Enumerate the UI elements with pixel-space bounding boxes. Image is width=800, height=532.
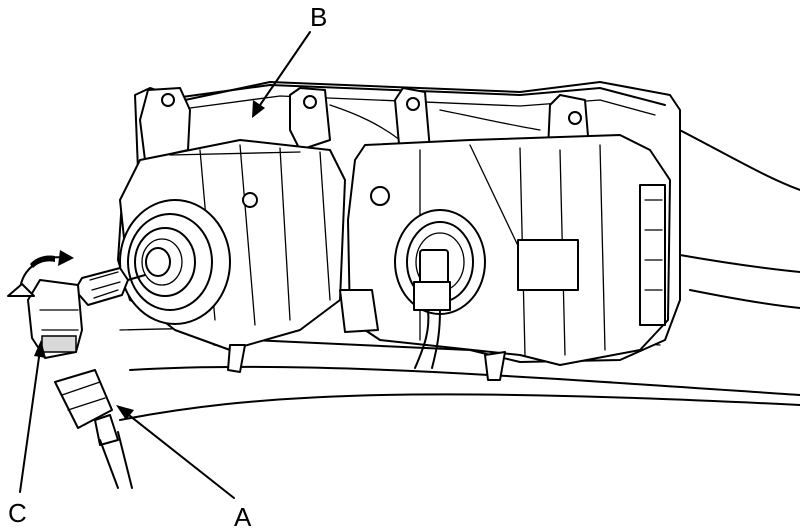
callout-b: B [252, 2, 327, 118]
removed-bulb [7, 250, 146, 359]
callout-b-label: B [310, 2, 327, 32]
callout-c: C [8, 340, 46, 528]
callout-c-label: C [8, 498, 27, 528]
lower-mounting-tabs [227, 344, 506, 381]
callout-a: A [116, 405, 252, 532]
mounting-tabs [139, 87, 591, 166]
callout-a-label: A [234, 502, 252, 532]
left-lamp-unit [119, 139, 346, 351]
connector-a [54, 369, 133, 489]
right-lamp-unit [339, 134, 671, 369]
